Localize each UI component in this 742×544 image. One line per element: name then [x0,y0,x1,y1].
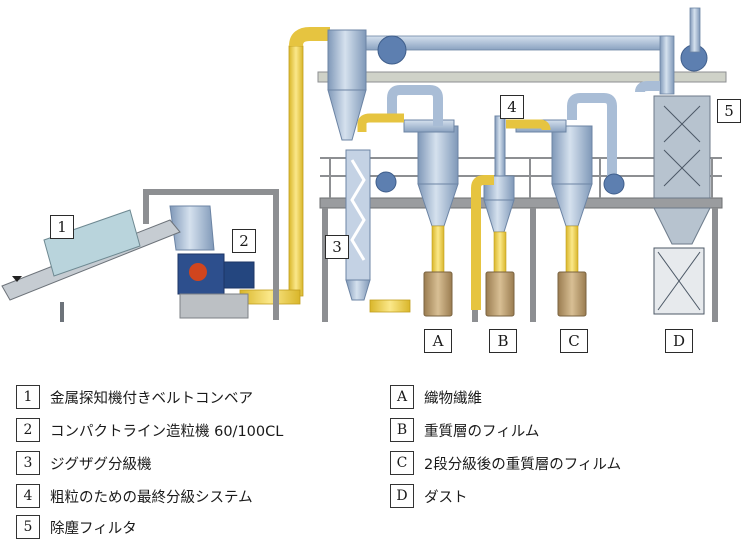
drop-c [565,225,579,273]
yellow-top-feed [357,113,404,132]
duct-drop [659,35,675,95]
granulator-base [179,293,249,319]
fan-top [377,35,407,65]
granulator-rotor [189,263,207,281]
legend-item-a: A 織物繊維 [390,385,482,409]
fan-a [375,171,397,193]
tag-bin-d: D [665,329,693,353]
legend-key: 5 [16,515,40,539]
top-beam [317,71,727,83]
cyclone-c [515,119,593,227]
tag-conveyor: 1 [50,215,74,239]
legend-item-d: D ダスト [390,484,468,508]
legend-key: 2 [16,418,40,442]
legend-item-3: 3 ジグザグ分級機 [16,451,152,475]
legend-text: 重質層のフィルム [424,423,540,440]
tag-bin-c: C [560,329,588,353]
legend-key: 3 [16,451,40,475]
legend-key: D [390,484,414,508]
legend-item-5: 5 除塵フィルタ [16,515,137,539]
granulator-motor [223,261,255,289]
tag-zigzag: 3 [325,235,349,259]
legend-key: C [390,451,414,475]
drop-a [431,225,445,273]
cyclone-cone [327,89,367,141]
legend-text: 金属探知機付きベルトコンベア [50,390,253,407]
legend-text: 織物繊維 [424,390,482,407]
legend-item-4: 4 粗粒のための最終分級システム [16,484,253,508]
legend-item-2: 2 コンパクトライン造粒機 60/100CL [16,418,283,442]
exhaust-stack [689,7,701,53]
main-platform [319,197,723,209]
cyclone-top [327,29,367,91]
fan-c [603,173,625,195]
legend-text: ジグザグ分級機 [50,456,152,473]
filter-inlet [635,81,660,93]
conveyor-arrow [12,276,22,282]
legend-key: A [390,385,414,409]
tag-final-classifier: 4 [500,95,524,119]
legend-text: 除塵フィルタ [50,520,137,537]
cyclone-b [483,115,515,233]
arch-a [387,85,443,126]
zigzag-line [350,159,366,261]
drums [423,271,587,317]
legend-item-c: C 2段分級後の重質層のフィルム [390,451,621,475]
yellow-c-feed [506,119,551,131]
granulator-frame [143,189,279,320]
granulator-hopper [169,205,215,251]
legend-text: コンパクトライン造粒機 60/100CL [50,423,284,440]
tag-bin-b: B [489,329,517,353]
tag-granulator: 2 [232,229,256,253]
tag-dust-filter: 5 [717,99,741,123]
yellow-feed [239,289,301,305]
filter-cross [663,105,701,187]
zigzag-hopper [345,279,371,301]
legend-key: 4 [16,484,40,508]
legend-text: 粗粒のための最終分級システム [50,489,253,506]
tag-bin-a: A [424,329,452,353]
legend-text: 2段分級後の重質層のフィルム [424,456,622,473]
legend-key: 1 [16,385,40,409]
dust-filter [653,95,711,199]
cyclone-a [403,119,459,227]
metal-detector [43,209,141,277]
yellow-return [471,175,494,310]
arch-c [567,93,617,190]
drop-b [493,231,507,273]
legend-key: B [390,418,414,442]
legend-item-1: 1 金属探知機付きベルトコンベア [16,385,253,409]
zigzag-outlet [369,299,411,313]
yellow-bend [289,27,330,47]
legend-item-b: B 重質層のフィルム [390,418,539,442]
filter-hopper [653,207,711,245]
legend-text: ダスト [424,489,468,506]
yellow-riser [288,45,304,297]
